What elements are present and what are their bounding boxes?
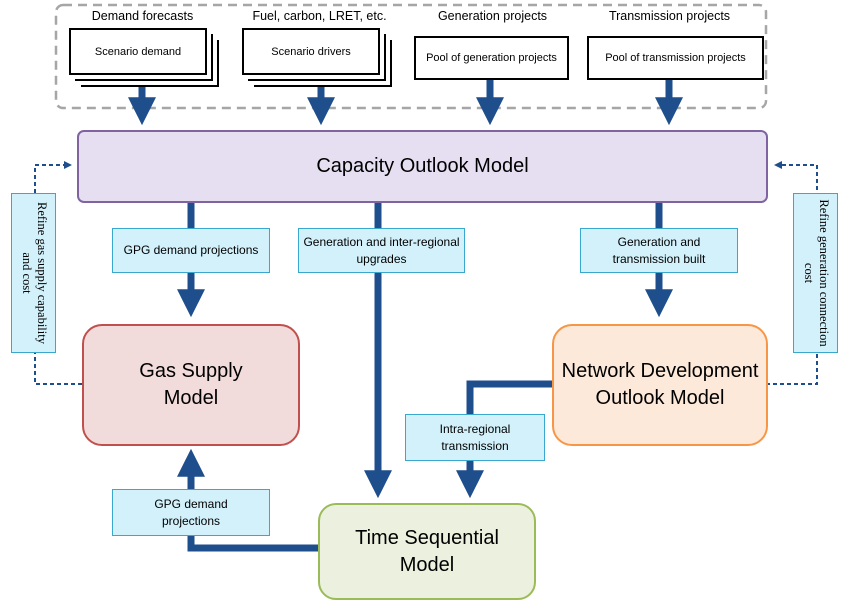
feedback-text-right: Refine generation connection cost <box>801 199 831 347</box>
feedback-text-left: Refine gas supply capability and cost <box>19 202 49 344</box>
capacity-outlook-model: Capacity Outlook Model <box>77 130 768 203</box>
label-generation-upgrades: Generation and inter-regional upgrades <box>298 228 465 273</box>
feedback-label-left: Refine gas supply capability and cost <box>11 193 56 353</box>
input-category-demand: Demand forecasts <box>91 9 194 23</box>
doc-transmission-pool: Pool of transmission projects <box>587 36 764 80</box>
doc-scenario-demand: Scenario demand <box>69 28 207 75</box>
feedback-label-right: Refine generation connection cost <box>793 193 838 353</box>
input-category-drivers: Fuel, carbon, LRET, etc. <box>252 9 387 23</box>
input-category-transmission: Transmission projects <box>608 9 731 23</box>
time-sequential-model: Time Sequential Model <box>318 503 536 600</box>
label-generation-transmission-built: Generation and transmission built <box>580 228 738 273</box>
feedback-loop-right <box>766 161 818 385</box>
label-gpg-demand-top: GPG demand projections <box>112 228 270 273</box>
label-intra-regional-transmission: Intra-regional transmission <box>405 414 545 461</box>
doc-generation-pool: Pool of generation projects <box>414 36 569 80</box>
input-category-generation: Generation projects <box>437 9 548 23</box>
label-gpg-demand-bottom: GPG demand projections <box>112 489 270 536</box>
gas-supply-model: Gas Supply Model <box>82 324 300 446</box>
doc-scenario-drivers: Scenario drivers <box>242 28 380 75</box>
input-group-frame <box>54 3 768 110</box>
network-development-outlook-model: Network Development Outlook Model <box>552 324 768 446</box>
